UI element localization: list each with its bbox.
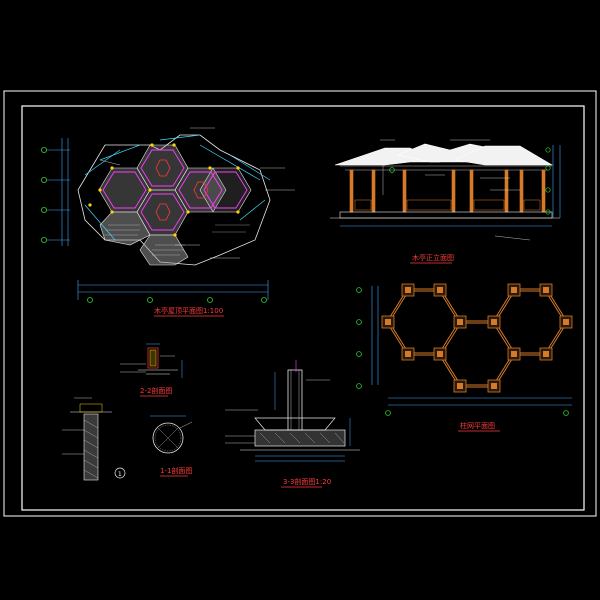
inner-frame bbox=[21, 105, 585, 511]
column-detail: 1 bbox=[62, 397, 126, 481]
section-1-1: 1-1剖面图 bbox=[150, 415, 192, 477]
grid-marker-icon bbox=[87, 297, 267, 303]
detail-3-caption: 3-3剖面图1:20 bbox=[283, 477, 331, 486]
front-elevation-caption: 木亭正立面图 bbox=[412, 253, 454, 262]
section-symbol-icon: 1 bbox=[114, 467, 126, 479]
section-2-2: 2-2剖面图 bbox=[120, 343, 183, 397]
roof-plan-caption: 木亭屋顶平面图1:100 bbox=[154, 306, 223, 315]
column-plan: 柱网平面图 bbox=[356, 283, 573, 432]
grid-marker-icon bbox=[41, 146, 48, 243]
footing-detail: 3-3剖面图1:20 bbox=[225, 360, 360, 488]
section-2-caption: 2-2剖面图 bbox=[140, 386, 172, 395]
column-footing-icon bbox=[381, 283, 573, 393]
detail-number: 1 bbox=[118, 470, 122, 478]
section-1-caption: 1-1剖面图 bbox=[160, 466, 192, 475]
column-plan-caption: 柱网平面图 bbox=[460, 421, 495, 430]
outer-frame bbox=[3, 90, 597, 517]
roof-plan: 木亭屋顶平面图1:100 bbox=[41, 127, 295, 317]
front-elevation: 木亭正立面图 bbox=[330, 139, 561, 264]
